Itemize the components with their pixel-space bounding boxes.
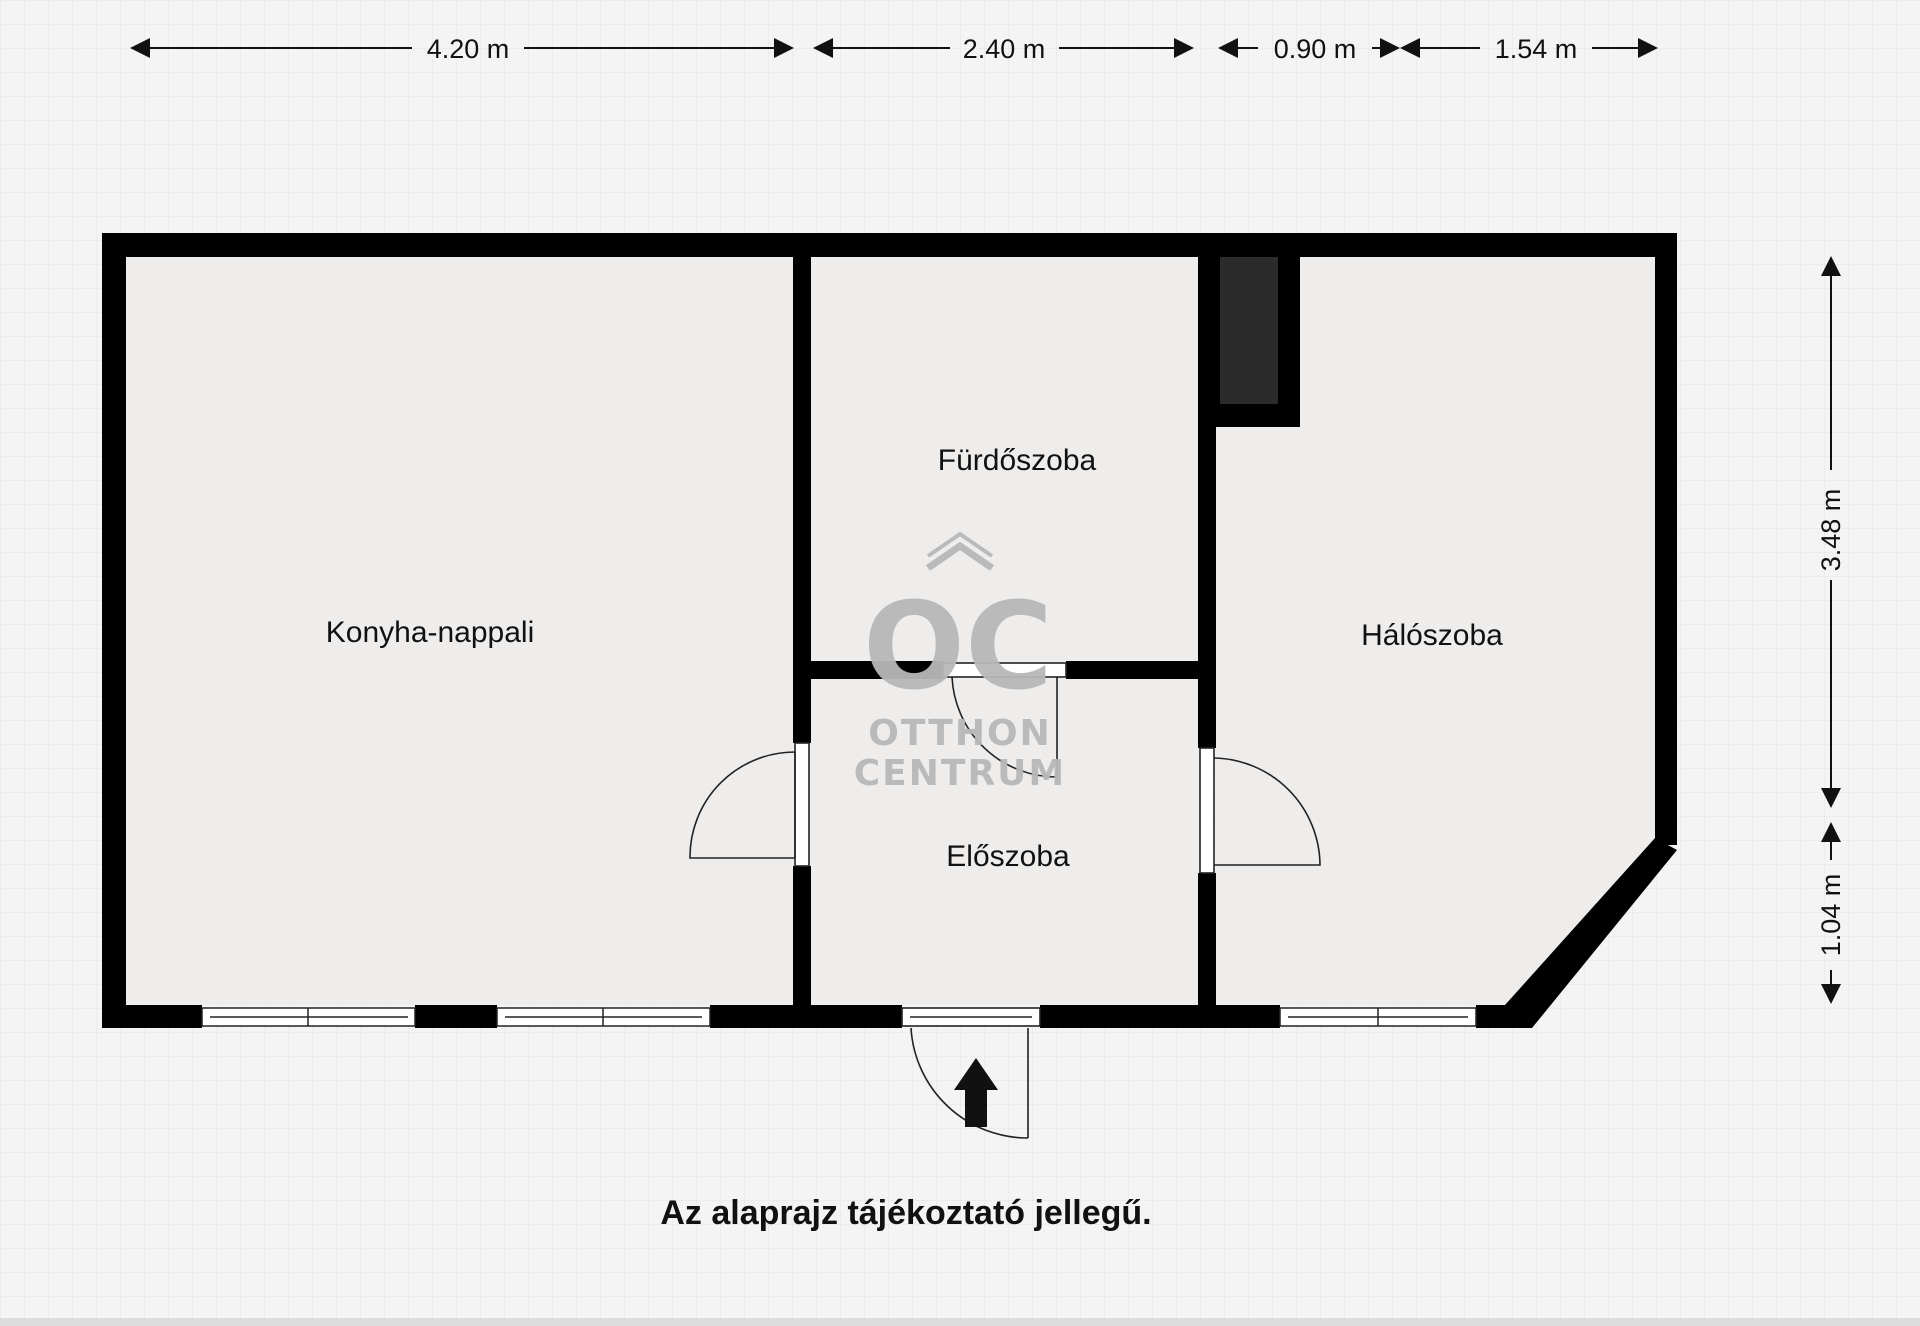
logo-mark: OC	[863, 578, 1053, 717]
wall-right	[1655, 233, 1677, 845]
wall-inner-right-lower	[1198, 873, 1216, 1028]
wall-left	[102, 233, 126, 1028]
wall-bottom-5	[1476, 1005, 1532, 1028]
disclaimer-note: Az alaprajz tájékoztató jellegű.	[660, 1194, 1151, 1232]
dim-label-6: 1.04 m	[1816, 874, 1846, 957]
room-label-hall: Előszoba	[946, 840, 1070, 873]
dim-label-3: 0.90 m	[1274, 34, 1357, 64]
floor-hall	[810, 678, 1200, 1005]
dim-label-5: 3.48 m	[1816, 489, 1846, 572]
logo-roof-icon	[926, 541, 994, 571]
wall-bottom-4	[1040, 1005, 1280, 1028]
wall-inner-left-lower	[793, 866, 811, 1028]
floor-living	[114, 255, 794, 1005]
windows	[201, 1007, 1477, 1027]
dim-label-2: 2.40 m	[963, 34, 1046, 64]
wall-chamfer	[1505, 838, 1677, 1028]
door-bedroom-frame	[1199, 747, 1215, 874]
door-bedroom-swing	[1213, 757, 1321, 866]
wall-bottom-1	[102, 1005, 202, 1028]
door-living-swing	[689, 751, 796, 859]
door-bathroom-swing	[951, 676, 1058, 778]
floors	[114, 255, 1657, 1005]
bottom-edge	[0, 1318, 1920, 1326]
room-label-living: Konyha-nappali	[326, 616, 535, 649]
wall-hall-left	[811, 661, 943, 679]
room-label-bathroom: Fürdőszoba	[938, 444, 1097, 477]
wall-top	[102, 233, 1677, 257]
door-bathroom-frame	[942, 662, 1067, 678]
door-entrance-swing	[910, 1027, 1029, 1139]
room-label-bedroom: Hálószoba	[1361, 619, 1503, 652]
door-living-frame	[794, 742, 810, 867]
wall-inner-left-upper	[793, 233, 811, 743]
wall-hall-right	[1066, 661, 1200, 679]
logo-roof-icon-inner	[926, 531, 994, 558]
chimney	[1220, 257, 1278, 404]
logo-line-2: CENTRUM	[854, 753, 1066, 794]
floor-bedroom	[1215, 255, 1657, 1005]
logo-line-1: OTTHON	[868, 713, 1051, 754]
doors	[689, 662, 1321, 1139]
dim-label-1: 4.20 m	[427, 34, 510, 64]
wall-bottom-2	[415, 1005, 497, 1028]
floor-bathroom	[810, 255, 1200, 665]
dim-label-4: 1.54 m	[1495, 34, 1578, 64]
entrance-arrow-icon	[954, 1058, 998, 1127]
otthon-centrum-logo: OC OTTHON CENTRUM	[854, 531, 1066, 794]
wall-inner-right-upper	[1198, 233, 1216, 748]
